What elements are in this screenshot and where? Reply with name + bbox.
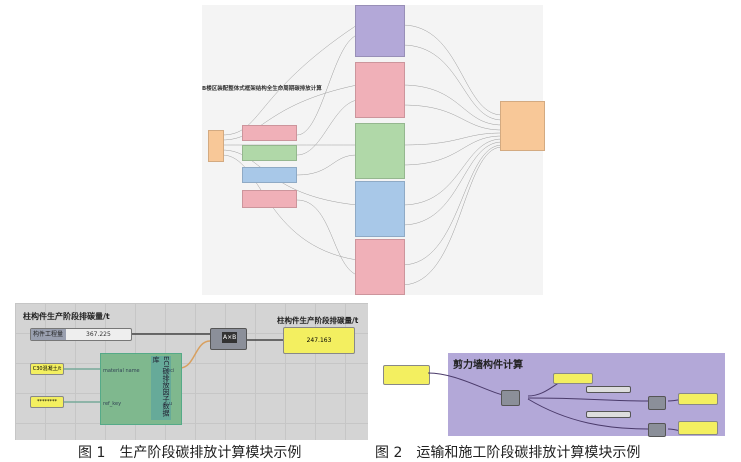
overview-wires bbox=[221, 24, 503, 286]
column-group-purple bbox=[355, 5, 405, 57]
multiply-label: A×B bbox=[222, 332, 238, 343]
input-ref-key: ref_key bbox=[103, 401, 122, 407]
figure2-component-2[interactable] bbox=[648, 396, 666, 410]
material-text: C30混凝土/t bbox=[32, 366, 62, 372]
material-panel[interactable]: C30混凝土/t bbox=[30, 363, 64, 375]
column-group-green bbox=[355, 123, 405, 179]
figure2-slider-1[interactable] bbox=[586, 386, 631, 393]
output-eci: eci bbox=[167, 368, 175, 374]
summary-group-orange bbox=[500, 101, 545, 151]
output-panel[interactable]: 247.163 bbox=[283, 327, 355, 354]
figure2-component-1[interactable] bbox=[501, 390, 520, 406]
grasshopper-overview-canvas: B楼区装配整体式框架结构全生命周期碳排放计算 bbox=[202, 5, 545, 295]
figure2-caption: 图 2 运输和施工阶段碳排放计算模块示例 bbox=[375, 445, 641, 461]
figure2-input-panel[interactable] bbox=[383, 365, 430, 385]
input-material-name: material name bbox=[103, 368, 140, 374]
figure2-component-3[interactable] bbox=[648, 423, 666, 437]
overview-title: B楼区装配整体式框架结构全生命周期碳排放计算 bbox=[202, 86, 322, 92]
eci-cluster[interactable]: material name ref_key ECI碳排放因子数据库 eci u bbox=[100, 353, 182, 425]
figure2-output-2[interactable] bbox=[678, 421, 718, 435]
quantity-slider[interactable]: 构件工程量 367.225 bbox=[30, 328, 132, 341]
column-group-pink bbox=[355, 62, 405, 118]
group-blue bbox=[242, 167, 297, 183]
output-u: u bbox=[169, 401, 173, 407]
ref-key-panel[interactable]: ******** bbox=[30, 396, 64, 408]
figure1-caption: 图 1 生产阶段碳排放计算模块示例 bbox=[78, 445, 302, 461]
group-pink-2 bbox=[242, 190, 297, 208]
figure2-group: 剪力墙构件计算 bbox=[428, 353, 725, 437]
cluster-name: ECI碳排放因子数据库 bbox=[151, 356, 171, 420]
figure2-panel-1[interactable] bbox=[553, 373, 593, 384]
slider-label: 构件工程量 bbox=[31, 329, 66, 340]
column-group-blue bbox=[355, 181, 405, 237]
output-value: 247.163 bbox=[306, 337, 332, 344]
group-pink-1 bbox=[242, 125, 297, 141]
group-green bbox=[242, 145, 297, 161]
figure2-slider-2[interactable] bbox=[586, 411, 631, 418]
figure1-canvas: 柱构件生产阶段排碳量/t 柱构件生产阶段排碳量/t 构件工程量 367.225 … bbox=[15, 303, 368, 440]
figure2-output-1[interactable] bbox=[678, 393, 718, 405]
figure2-group-title: 剪力墙构件计算 bbox=[453, 360, 523, 371]
output-title: 柱构件生产阶段排碳量/t bbox=[277, 316, 359, 325]
slider-value: 367.225 bbox=[86, 331, 111, 338]
ref-key-text: ******** bbox=[37, 399, 57, 405]
input-group bbox=[208, 130, 224, 162]
column-group-pink-2 bbox=[355, 239, 405, 295]
group-title: 柱构件生产阶段排碳量/t bbox=[23, 312, 110, 321]
multiply-component[interactable]: A×B bbox=[210, 328, 247, 350]
